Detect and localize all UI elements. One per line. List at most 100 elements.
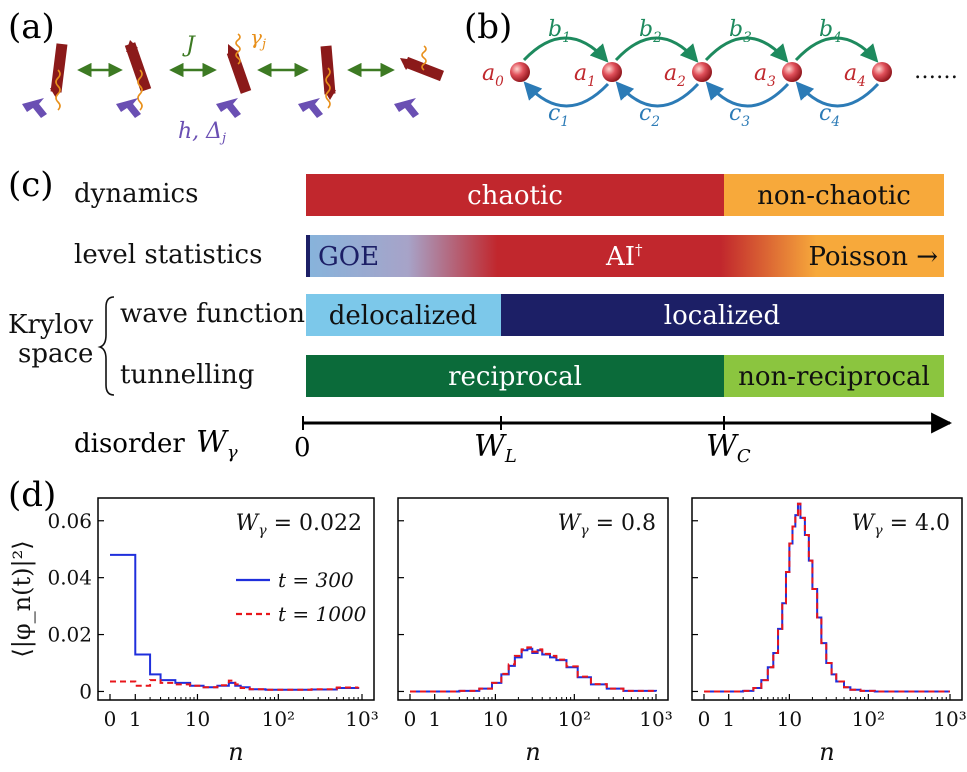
y-tick-label: 0.06 [47, 509, 92, 533]
x-tick-label: 10³ [345, 707, 378, 731]
x-tick-label: 10 [185, 707, 210, 731]
chain-ellipsis: …… [914, 59, 958, 84]
subplot-annotation: Wγ = 0.022 [236, 511, 362, 539]
spin-2 [124, 40, 152, 92]
x-axis-label: n [819, 738, 834, 766]
plot-frame [397, 497, 669, 701]
series-line-t300 [410, 647, 657, 693]
x-tick-label: 10² [558, 707, 591, 731]
bar-dynamics: chaotic non-chaotic [306, 174, 944, 216]
disorder-symbol: Wγ [196, 425, 238, 463]
row-label-level-statistics: level statistics [74, 240, 262, 270]
hop-backward-arrow [795, 81, 880, 108]
x-tick-label: 0 [404, 707, 417, 731]
disorder-axis: disorder Wγ 0 WL WC [74, 412, 953, 467]
site-label: a2 [664, 61, 686, 90]
site-label: a3 [754, 61, 776, 90]
y-axis-label: ⟨|φ_n(t)|²⟩ [8, 540, 37, 657]
dissipation-squiggles [55, 33, 427, 111]
series-line-t300 [110, 553, 360, 691]
hop-backward-label: c1 [548, 101, 569, 130]
site-label: a0 [482, 61, 504, 90]
hop-forward-label: b3 [729, 17, 752, 46]
krylov-site [782, 62, 802, 82]
hop-forward-arrow [614, 36, 699, 63]
legend-label: t = 300 [278, 568, 354, 592]
label-localized: localized [664, 301, 780, 331]
krylov-label: Krylov [8, 310, 94, 340]
gamma-label: γj [250, 25, 266, 52]
x-axis-label: n [525, 738, 540, 766]
label-non-reciprocal: non-reciprocal [738, 362, 930, 392]
x-tick-label: 1 [428, 707, 441, 731]
site-label: a1 [574, 61, 596, 90]
series-line-t1000 [110, 679, 360, 691]
label-ai-dagger: AI† [605, 241, 643, 272]
plot-frame [691, 497, 963, 701]
row-label-tunnelling: tunnelling [120, 360, 254, 390]
panel-label-b: (b) [464, 7, 512, 47]
krylov-brace [97, 296, 115, 396]
hop-backward-arrow [523, 81, 610, 108]
krylov-site [872, 62, 892, 82]
y-tick-label: 0.02 [47, 623, 92, 647]
x-tick-label: 1 [722, 707, 735, 731]
hop-forward-label: b4 [819, 17, 842, 46]
axis-tick-zero: 0 [294, 433, 311, 463]
series-line-t1000 [410, 646, 657, 693]
x-tick-label: 10² [262, 707, 295, 731]
y-tick-label: 0 [79, 679, 92, 703]
hop-forward-arrow [522, 36, 609, 63]
x-tick-label: 10 [777, 707, 802, 731]
x-tick-label: 10² [852, 707, 885, 731]
x-axis-label: n [228, 738, 243, 766]
field-label: h, Δj [178, 119, 226, 146]
x-tick-label: 10³ [639, 707, 672, 731]
x-tick-label: 1 [129, 707, 142, 731]
field-arrows [22, 98, 419, 118]
bar-level-statistics: GOE AI† Poisson → [306, 235, 944, 277]
label-delocalized: delocalized [329, 301, 477, 331]
x-tick-label: 0 [104, 707, 117, 731]
y-tick-label: 0.04 [47, 566, 92, 590]
panel-label-a: (a) [8, 7, 55, 47]
plot-frame [97, 497, 375, 701]
bar-tunnelling: reciprocal non-reciprocal [306, 355, 944, 397]
hop-backward-label: c2 [639, 101, 660, 130]
hop-backward-label: c4 [819, 101, 840, 130]
coupling-label: J [182, 33, 196, 58]
hop-forward-label: b1 [548, 17, 571, 46]
spin-5 [400, 56, 444, 82]
legend-label: t = 1000 [278, 602, 367, 626]
krylov-site [692, 62, 712, 82]
krylov-site [510, 62, 530, 82]
axis-tick-wc: WC [706, 429, 751, 467]
label-goe: GOE [318, 242, 379, 272]
hop-backward-arrow [615, 81, 700, 108]
label-poisson: Poisson → [808, 242, 938, 272]
bar-wave-function: delocalized localized [306, 294, 944, 336]
row-label-wave-function: wave function [120, 299, 305, 329]
series-line-t1000 [704, 502, 950, 693]
hop-forward-label: b2 [639, 17, 662, 46]
x-tick-label: 0 [698, 707, 711, 731]
spin-chain-diagram: J γj h, Δj [22, 25, 444, 146]
subplot-annotation: Wγ = 4.0 [852, 511, 950, 539]
spin-3 [226, 44, 252, 94]
hop-forward-arrow [794, 36, 879, 63]
hop-forward-arrow [704, 36, 789, 63]
subplot-annotation: Wγ = 0.8 [558, 511, 656, 539]
krylov-site [602, 62, 622, 82]
label-chaotic: chaotic [467, 181, 563, 211]
label-non-chaotic: non-chaotic [757, 181, 911, 211]
label-reciprocal: reciprocal [448, 362, 582, 392]
panel-label-c: (c) [8, 165, 54, 205]
hop-backward-arrow [705, 81, 790, 108]
x-tick-label: 10³ [933, 707, 966, 731]
